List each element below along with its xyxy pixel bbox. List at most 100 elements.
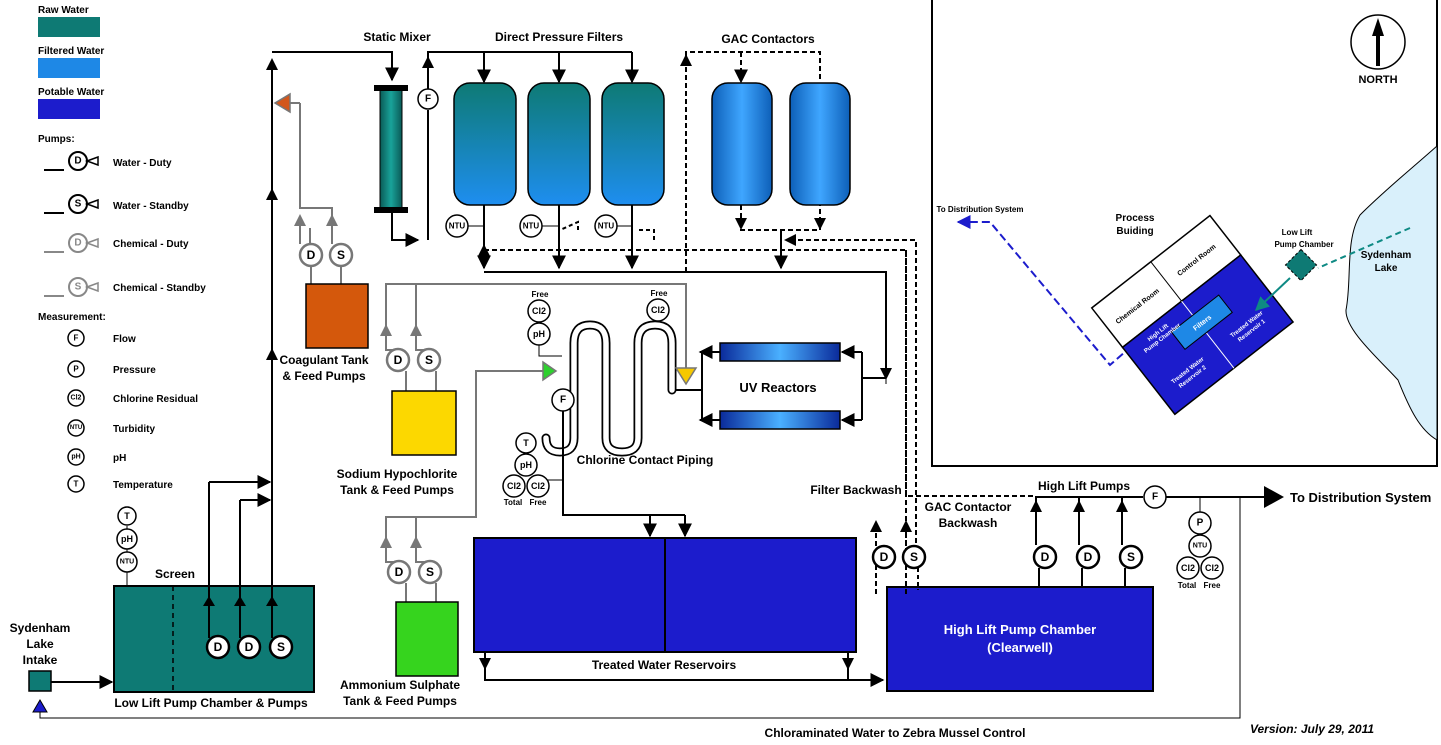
cl2-text: Cl2 bbox=[507, 481, 521, 491]
ntu-text: NTU bbox=[1193, 543, 1207, 550]
ammonia-system: D S Ammonium Sulphate Tank & Feed Pumps bbox=[340, 370, 543, 708]
total-label: Total bbox=[1178, 581, 1197, 590]
intake-structure bbox=[28, 670, 52, 692]
filter-3 bbox=[601, 82, 665, 206]
legend-measurement-heading: Measurement: bbox=[38, 312, 106, 323]
legend-potable-label: Potable Water bbox=[38, 87, 104, 98]
standby-letter: S bbox=[1127, 550, 1135, 564]
legend-turbidity: Turbidity bbox=[113, 424, 155, 435]
legend-pressure: Pressure bbox=[113, 365, 156, 376]
total-label: Total bbox=[504, 498, 523, 507]
standby-letter: S bbox=[337, 248, 345, 262]
pressure-meter-icon: P bbox=[67, 360, 85, 378]
ammonia-pump-standby: S bbox=[417, 559, 443, 585]
outlet-turbidity-meter: NTU bbox=[1188, 534, 1212, 558]
flow-letter: F bbox=[560, 395, 566, 406]
legend-flow: Flow bbox=[113, 334, 136, 345]
free-label: Free bbox=[1204, 581, 1221, 590]
distribution-arrow bbox=[1264, 486, 1284, 508]
sydenham-lake bbox=[1345, 144, 1438, 441]
dpf-label: Direct Pressure Filters bbox=[495, 30, 623, 44]
version-label: Version: July 29, 2011 bbox=[1250, 722, 1374, 736]
ph-text: pH bbox=[533, 329, 545, 339]
high-lift-pumps-label: High Lift Pumps bbox=[1038, 479, 1130, 493]
gac-backwash-label-2: Backwash bbox=[939, 516, 998, 530]
direct-pressure-filters: Direct Pressure Filters NTU NTU NTU bbox=[445, 30, 907, 550]
high-lift-pump-3: S bbox=[1118, 544, 1144, 570]
standby-letter: S bbox=[425, 353, 433, 367]
treated-water-reservoirs: Treated Water Reservoirs bbox=[473, 537, 885, 687]
lake-label-1: Sydenham bbox=[1361, 250, 1412, 261]
standby-letter: S bbox=[75, 199, 82, 210]
coagulant-label-2: & Feed Pumps bbox=[282, 369, 366, 383]
duty-letter: D bbox=[74, 238, 81, 249]
standby-letter: S bbox=[426, 565, 434, 579]
zebra-mussel-line: Chloraminated Water to Zebra Mussel Cont… bbox=[39, 497, 1374, 740]
ntu-text: NTU bbox=[598, 222, 615, 231]
outlet-ph-meter: pH bbox=[514, 453, 538, 477]
flow-meter-icon: F bbox=[67, 329, 85, 347]
raw-water-swatch bbox=[38, 17, 100, 37]
ph-meter-inlet: pH bbox=[527, 322, 551, 346]
process-building-label-2: Buiding bbox=[1116, 226, 1153, 237]
filter-1 bbox=[453, 82, 517, 206]
zebra-mussel-label: Chloraminated Water to Zebra Mussel Cont… bbox=[765, 726, 1026, 740]
ammonia-tank bbox=[395, 601, 459, 677]
backwash-pump-standby: S bbox=[901, 544, 927, 570]
cl2-text: Cl2 bbox=[1181, 563, 1195, 573]
filter-backwash-line bbox=[484, 249, 907, 550]
low-lift-temperature-meter: T bbox=[117, 506, 137, 526]
duty-letter: D bbox=[395, 565, 404, 579]
standby-letter: S bbox=[910, 550, 918, 564]
cl2-meter-mid: Cl2 bbox=[646, 298, 670, 322]
cl2-text: Cl2 bbox=[532, 306, 546, 316]
chemical-standby-pump-icon: S bbox=[44, 277, 99, 297]
site-raw-line bbox=[1254, 277, 1291, 311]
clearwell-label-1: High Lift Pump Chamber bbox=[944, 622, 1096, 637]
coagulant-tank bbox=[305, 283, 369, 349]
ntu-text: NTU bbox=[120, 559, 134, 566]
zebra-return-arrow bbox=[32, 699, 48, 713]
legend-chemical-standby: Chemical - Standby bbox=[113, 283, 206, 294]
water-duty-pump-icon: D bbox=[44, 151, 99, 171]
duty-letter: D bbox=[245, 640, 254, 654]
uv-reactor-section: UV Reactors bbox=[672, 342, 892, 430]
ph-text: pH bbox=[121, 534, 133, 544]
site-distribution-label: To Distribution System bbox=[937, 205, 1024, 214]
duty-letter: D bbox=[1084, 550, 1093, 564]
duty-letter: D bbox=[307, 248, 316, 262]
temp-letter: T bbox=[74, 480, 79, 489]
legend-chemical-duty: Chemical - Duty bbox=[113, 239, 189, 250]
potable-water-swatch bbox=[38, 99, 100, 119]
free-label: Free bbox=[530, 498, 547, 507]
temp-letter: T bbox=[124, 511, 130, 521]
free-label: Free bbox=[651, 289, 668, 298]
chemical-duty-pump-icon: D bbox=[44, 233, 99, 253]
ammonia-pump-duty: D bbox=[386, 559, 412, 585]
temperature-meter-icon: T bbox=[67, 475, 85, 493]
high-lift-flow-meter: F bbox=[1143, 485, 1167, 509]
duty-letter: D bbox=[880, 550, 889, 564]
outlet-cl2-total-meter: Cl2 bbox=[502, 474, 526, 498]
ntu-text: NTU bbox=[449, 222, 466, 231]
ntu-text: NTU bbox=[523, 222, 540, 231]
standby-letter: S bbox=[277, 640, 285, 654]
hypochlorite-pump-standby: S bbox=[416, 347, 442, 373]
intake-label-1: Sydenham bbox=[10, 621, 71, 635]
uv-reactors-label: UV Reactors bbox=[739, 380, 816, 395]
coagulant-system: D S Coagulant Tank & Feed Pumps bbox=[273, 92, 369, 383]
raw-water-header bbox=[266, 51, 399, 360]
clearwell-label-2: (Clearwell) bbox=[987, 640, 1053, 655]
low-lift-ph-meter: pH bbox=[116, 528, 138, 550]
hypochlorite-tank bbox=[391, 390, 457, 456]
standby-letter: S bbox=[75, 282, 82, 293]
ntu-text: NTU bbox=[70, 425, 82, 431]
gac-contactors: GAC Contactors bbox=[680, 32, 917, 550]
filter-3-turbidity-meter: NTU bbox=[594, 214, 618, 238]
ph-text: pH bbox=[520, 460, 532, 470]
hypochlorite-system: D S Sodium Hypochlorite Tank & Feed Pump… bbox=[337, 283, 687, 497]
gac-label: GAC Contactors bbox=[721, 32, 815, 46]
intake-label-3: Intake bbox=[23, 653, 58, 667]
low-lift-turbidity-meter: NTU bbox=[116, 551, 138, 573]
